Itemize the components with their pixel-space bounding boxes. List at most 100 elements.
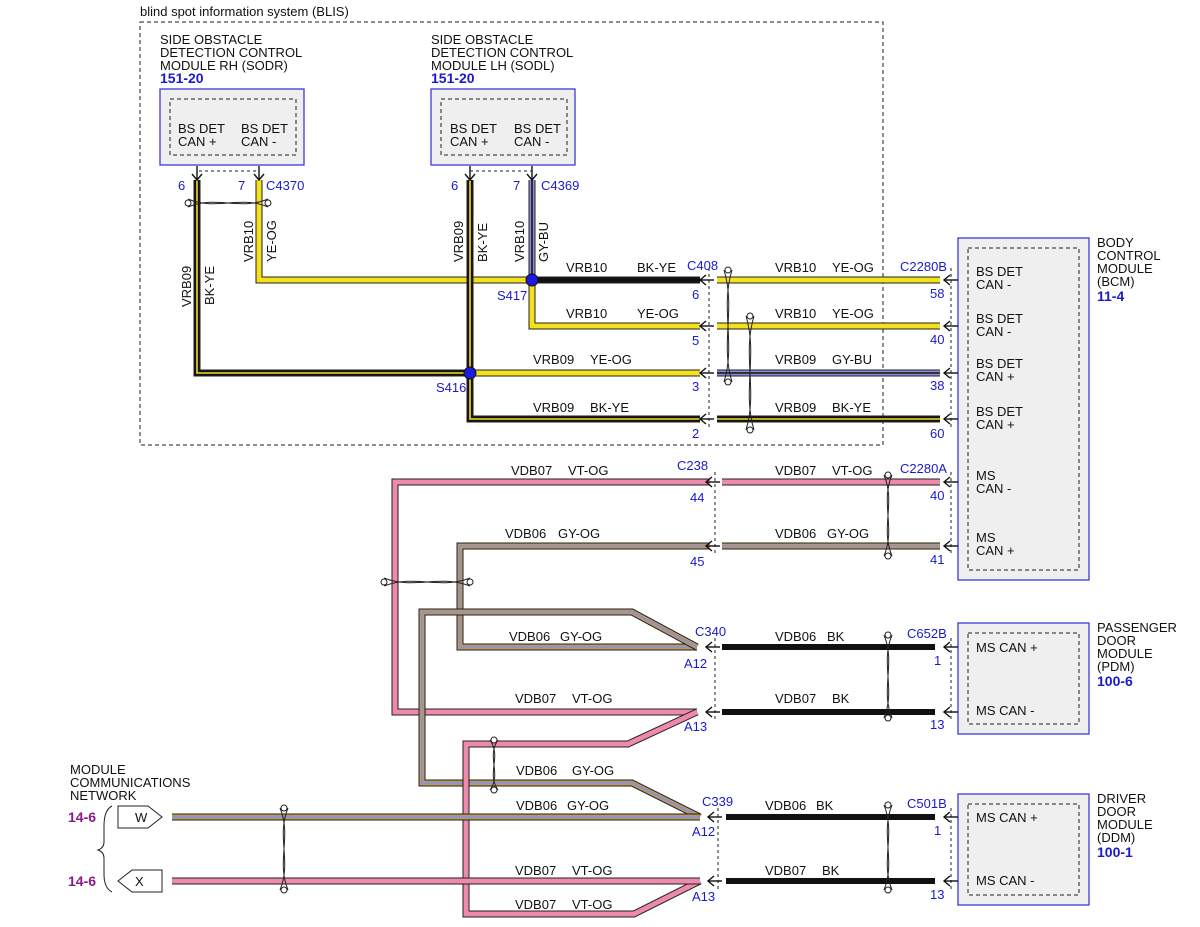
sodl-title-2: DETECTION CONTROL — [431, 45, 573, 60]
wire-label-r4-left-code: VRB09 — [533, 400, 574, 415]
splice-points: S417 S416 — [436, 273, 539, 395]
network-flag-w-label: W — [135, 810, 148, 825]
twist-ms-left-cap-left — [380, 578, 388, 586]
wires — [172, 180, 940, 918]
twist-network-cap-top — [280, 804, 288, 812]
c408-pin-3: 3 — [692, 379, 699, 394]
sodr-box — [159, 88, 305, 166]
pdm-pin-13: 13 — [930, 717, 944, 732]
splice-s417[interactable] — [525, 273, 539, 287]
wire-label-ddm2-right-code: VDB07 — [765, 863, 806, 878]
c238-pin-45: 45 — [690, 554, 704, 569]
sodr-title-3: MODULE RH (SODR) — [160, 58, 288, 73]
bcm-pin-60: 60 — [930, 426, 944, 441]
bcm-title-4: (BCM) — [1097, 274, 1135, 289]
c340-pin-a13: A13 — [684, 719, 707, 734]
ddm-connector: C501B — [907, 796, 947, 811]
network-flag-x[interactable] — [117, 869, 163, 893]
pdm-module: PASSENGER DOOR MODULE (PDM) 100-6 MS CAN… — [907, 620, 1177, 735]
wire-s417-r2[interactable] — [529, 280, 700, 329]
pdm-pin-label-plus: MS CAN + — [976, 640, 1038, 655]
c339-pin-a12: A12 — [692, 824, 715, 839]
network-title-3: NETWORK — [70, 788, 137, 803]
sodl-pin-label-plus-2: CAN + — [450, 134, 489, 149]
ddm-title-2: DOOR — [1097, 804, 1136, 819]
pdm-inner-box — [967, 632, 1080, 725]
network-title-1: MODULE — [70, 762, 126, 777]
wire-pdm-gyog-branch-stripe — [421, 611, 701, 818]
wire-label-sodl-plus-code: VRB09 — [451, 221, 466, 262]
wire-label-r4-right-code: VRB09 — [775, 400, 816, 415]
network-brace — [96, 805, 113, 893]
network-title-2: COMMUNICATIONS — [70, 775, 191, 790]
sodl-pin-7: 7 — [513, 178, 520, 193]
network-flag-x-label: X — [135, 874, 144, 889]
c408-label: C408 — [687, 258, 718, 273]
network-block: MODULE COMMUNICATIONS NETWORK W X 14-6 1… — [68, 762, 191, 893]
wire-label-pdm1-left-code: VDB06 — [509, 629, 550, 644]
twist-bcm-ms-cap-bottom — [884, 552, 892, 560]
twist-ddm-branch-cap-top — [490, 736, 498, 744]
pdm-ref[interactable]: 100-6 — [1097, 673, 1133, 689]
c408-pin-2: 2 — [692, 426, 699, 441]
wire-label-r1-left-code: VRB10 — [566, 260, 607, 275]
wire-label-ddm1-left-code: VDB06 — [516, 798, 557, 813]
ddm-inner-box — [967, 803, 1080, 896]
c340-pin-a12: A12 — [684, 656, 707, 671]
pdm-box — [957, 622, 1090, 735]
splice-s417-label: S417 — [497, 288, 527, 303]
wire-label-r2-left-color: YE-OG — [637, 306, 679, 321]
wire-sodr-plus-stripe — [196, 180, 470, 374]
wire-pdm-vtog-branch[interactable] — [463, 709, 702, 917]
sodr-title-2: DETECTION CONTROL — [160, 45, 302, 60]
wire-label-ms1-right-code: VDB07 — [775, 463, 816, 478]
bcm-pin-40a: 40 — [930, 332, 944, 347]
splice-s416-label: S416 — [436, 380, 466, 395]
wire-label-r3-right-color: GY-BU — [832, 352, 872, 367]
sodl-title-1: SIDE OBSTACLE — [431, 32, 534, 47]
wire-label-sodr-minus-color: YE-OG — [264, 220, 279, 262]
wire-label-ddm2-left-code: VDB07 — [515, 863, 556, 878]
wire-label-r2-right-code: VRB10 — [775, 306, 816, 321]
wire-label-ddm2-right-color: BK — [822, 863, 840, 878]
wire-label-sodr-plus-color: BK-YE — [202, 266, 217, 305]
twist-bcm-b-cap-bottom — [746, 426, 754, 434]
bcm-connector-a: C2280A — [900, 461, 947, 476]
pdm-title-4: (PDM) — [1097, 659, 1135, 674]
sodl-ref[interactable]: 151-20 — [431, 70, 475, 86]
c408-pin-6: 6 — [692, 287, 699, 302]
wire-label-r2-right-color: YE-OG — [832, 306, 874, 321]
network-ref-x[interactable]: 14-6 — [68, 873, 96, 889]
splice-s416[interactable] — [463, 366, 477, 380]
bcm-ref[interactable]: 11-4 — [1097, 288, 1124, 304]
wire-label-pdm2-left-color: VT-OG — [572, 691, 612, 706]
wire-label-sodr-minus-code: VRB10 — [241, 221, 256, 262]
wire-label-pdm1-right-color: BK — [827, 629, 845, 644]
sodr-pin-7: 7 — [238, 178, 245, 193]
sodr-pin-label-minus-1: BS DET — [241, 121, 288, 136]
bcm-pin-label-4a: BS DET — [976, 404, 1023, 419]
wire-label-ddm1-right-color: BK — [816, 798, 834, 813]
wire-sodl-plus-stripe — [469, 180, 700, 420]
bcm-pin-label-3a: BS DET — [976, 356, 1023, 371]
c238-pin-44: 44 — [690, 490, 704, 505]
wire-label-ms2-left-code: VDB06 — [505, 526, 546, 541]
pdm-title-2: DOOR — [1097, 633, 1136, 648]
wire-sodr-minus-outline — [255, 180, 532, 284]
twist-pdm-cap-top — [884, 631, 892, 639]
wire-ms1-left[interactable] — [392, 479, 710, 715]
bcm-pin-41: 41 — [930, 552, 944, 567]
twist-bcm-a-cap-top — [724, 266, 732, 274]
twist-ddm — [883, 804, 893, 891]
wire-label-ddm1-right-code: VDB06 — [765, 798, 806, 813]
ddm-ref[interactable]: 100-1 — [1097, 844, 1133, 860]
wire-label-sodr-plus-code: VRB09 — [179, 266, 194, 307]
sodr-ref[interactable]: 151-20 — [160, 70, 204, 86]
network-ref-w[interactable]: 14-6 — [68, 809, 96, 825]
wire-label-sodl-minus-color: GY-BU — [536, 222, 551, 262]
pdm-pin-label-minus: MS CAN - — [976, 703, 1035, 718]
wire-sodr-minus[interactable] — [256, 180, 532, 283]
bcm-pin-label-2a: BS DET — [976, 311, 1023, 326]
inline-connector-labels: C408 6 5 3 2 C238 44 45 C340 A12 A13 C33… — [677, 258, 733, 904]
network-flag-w[interactable] — [117, 805, 163, 829]
